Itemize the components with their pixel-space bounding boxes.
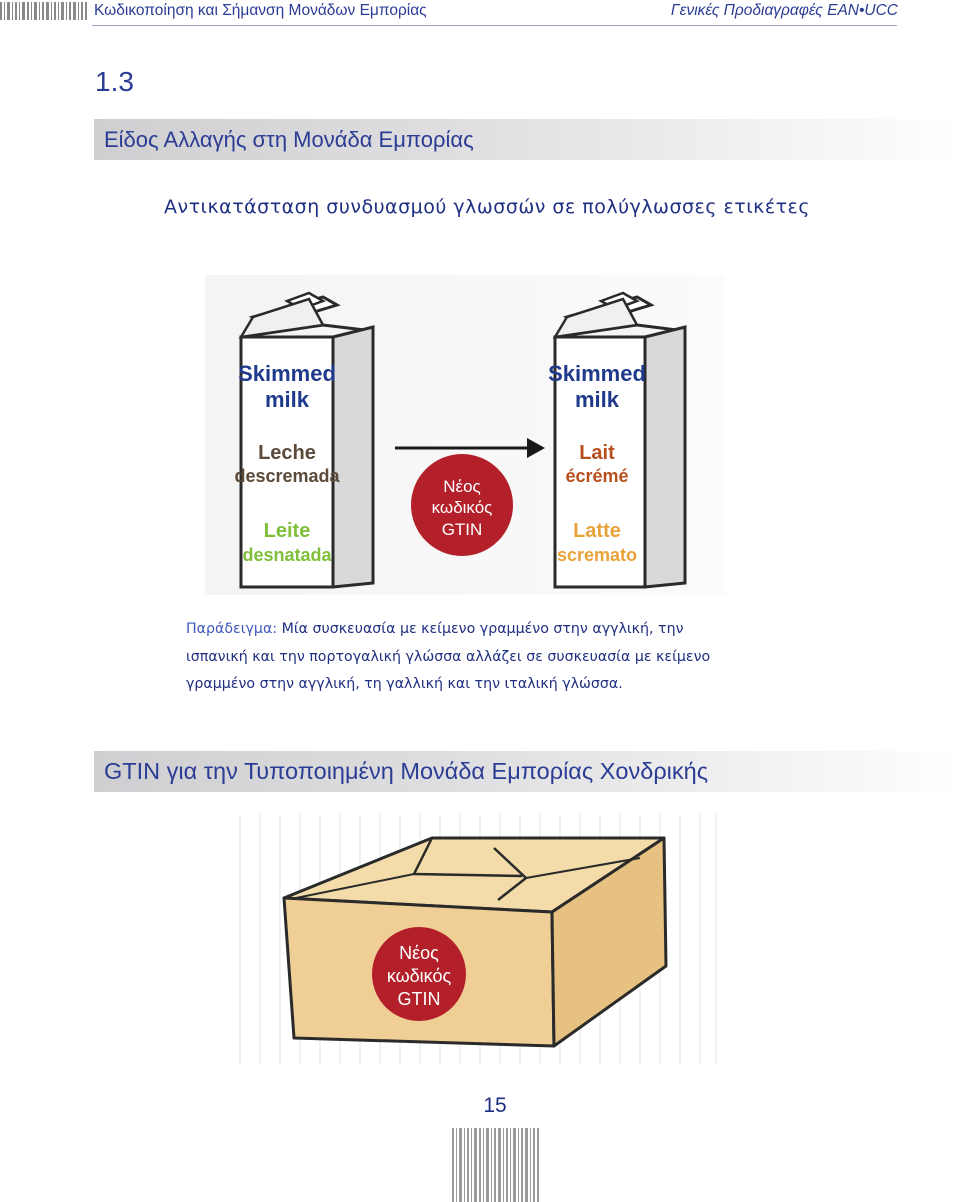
milk-carton-figure: Skimmed milk Leche descremada Leite desn… (205, 275, 725, 595)
new-gtin-badge-box (372, 927, 466, 1021)
section-title-band: Είδος Αλλαγής στη Μονάδα Εμπορίας (94, 119, 960, 160)
trade-box-figure: Νέος κωδικός GTIN (239, 814, 717, 1064)
header-document-title: Κωδικοποίηση και Σήμανση Μονάδων Εμπορία… (94, 2, 427, 19)
arrow-icon (395, 438, 545, 458)
box-badge-line-3: GTIN (398, 989, 441, 1009)
page-number: 15 (483, 1094, 507, 1117)
figure-caption: Παράδειγμα: Μία συσκευασία με κείμενο γρ… (186, 616, 766, 699)
right-carton-label-6: scremato (557, 545, 637, 565)
section2-title: GTIN για την Τυποποιημένη Μονάδα Εμπορία… (104, 758, 709, 784)
section-number: 1.3 (95, 66, 134, 97)
cardboard-box (282, 836, 668, 1048)
footer-barcode-decoration (452, 1128, 539, 1202)
right-milk-carton (552, 291, 687, 589)
right-carton-label-2: milk (575, 387, 620, 412)
box-badge-line-2: κωδικός (387, 966, 452, 986)
section-subtitle: Αντικατάσταση συνδυασμού γλωσσών σε πολύ… (164, 196, 810, 218)
header-spec-title: Γενικές Προδιαγραφές EAN•UCC (670, 2, 898, 19)
left-carton-label-2: milk (265, 387, 310, 412)
left-milk-carton (238, 291, 375, 589)
box-badge-line-1: Νέος (399, 943, 439, 963)
left-carton-label-4: descremada (234, 466, 340, 486)
header-barcode-decoration (0, 2, 87, 20)
section2-title-band: GTIN για την Τυποποιημένη Μονάδα Εμπορία… (94, 751, 960, 792)
badge-line-3: GTIN (442, 520, 483, 539)
right-carton-label-3: Lait (579, 442, 615, 464)
left-carton-label-5: Leite (264, 520, 311, 542)
header-divider (92, 25, 897, 26)
right-carton-label-4: écrémé (565, 466, 628, 486)
left-carton-label-3: Leche (258, 442, 316, 464)
left-carton-label-6: desnatada (242, 545, 332, 565)
section-title: Είδος Αλλαγής στη Μονάδα Εμπορίας (104, 127, 474, 152)
badge-line-1: Νέος (443, 477, 481, 496)
caption-line-2: ισπανική και την πορτογαλική γλώσσα αλλά… (186, 648, 711, 665)
right-carton-label-1: Skimmed (548, 361, 646, 386)
right-carton-label-5: Latte (573, 520, 621, 542)
caption-lead: Παράδειγμα: (186, 621, 278, 637)
badge-line-2: κωδικός (432, 498, 493, 517)
left-carton-label-1: Skimmed (238, 361, 336, 386)
caption-line-3: γραμμένο στην αγγλική, τη γαλλική και τη… (186, 676, 623, 692)
caption-line-1: Μία συσκευασία με κείμενο γραμμένο στην … (277, 621, 684, 637)
new-gtin-badge (411, 454, 513, 556)
